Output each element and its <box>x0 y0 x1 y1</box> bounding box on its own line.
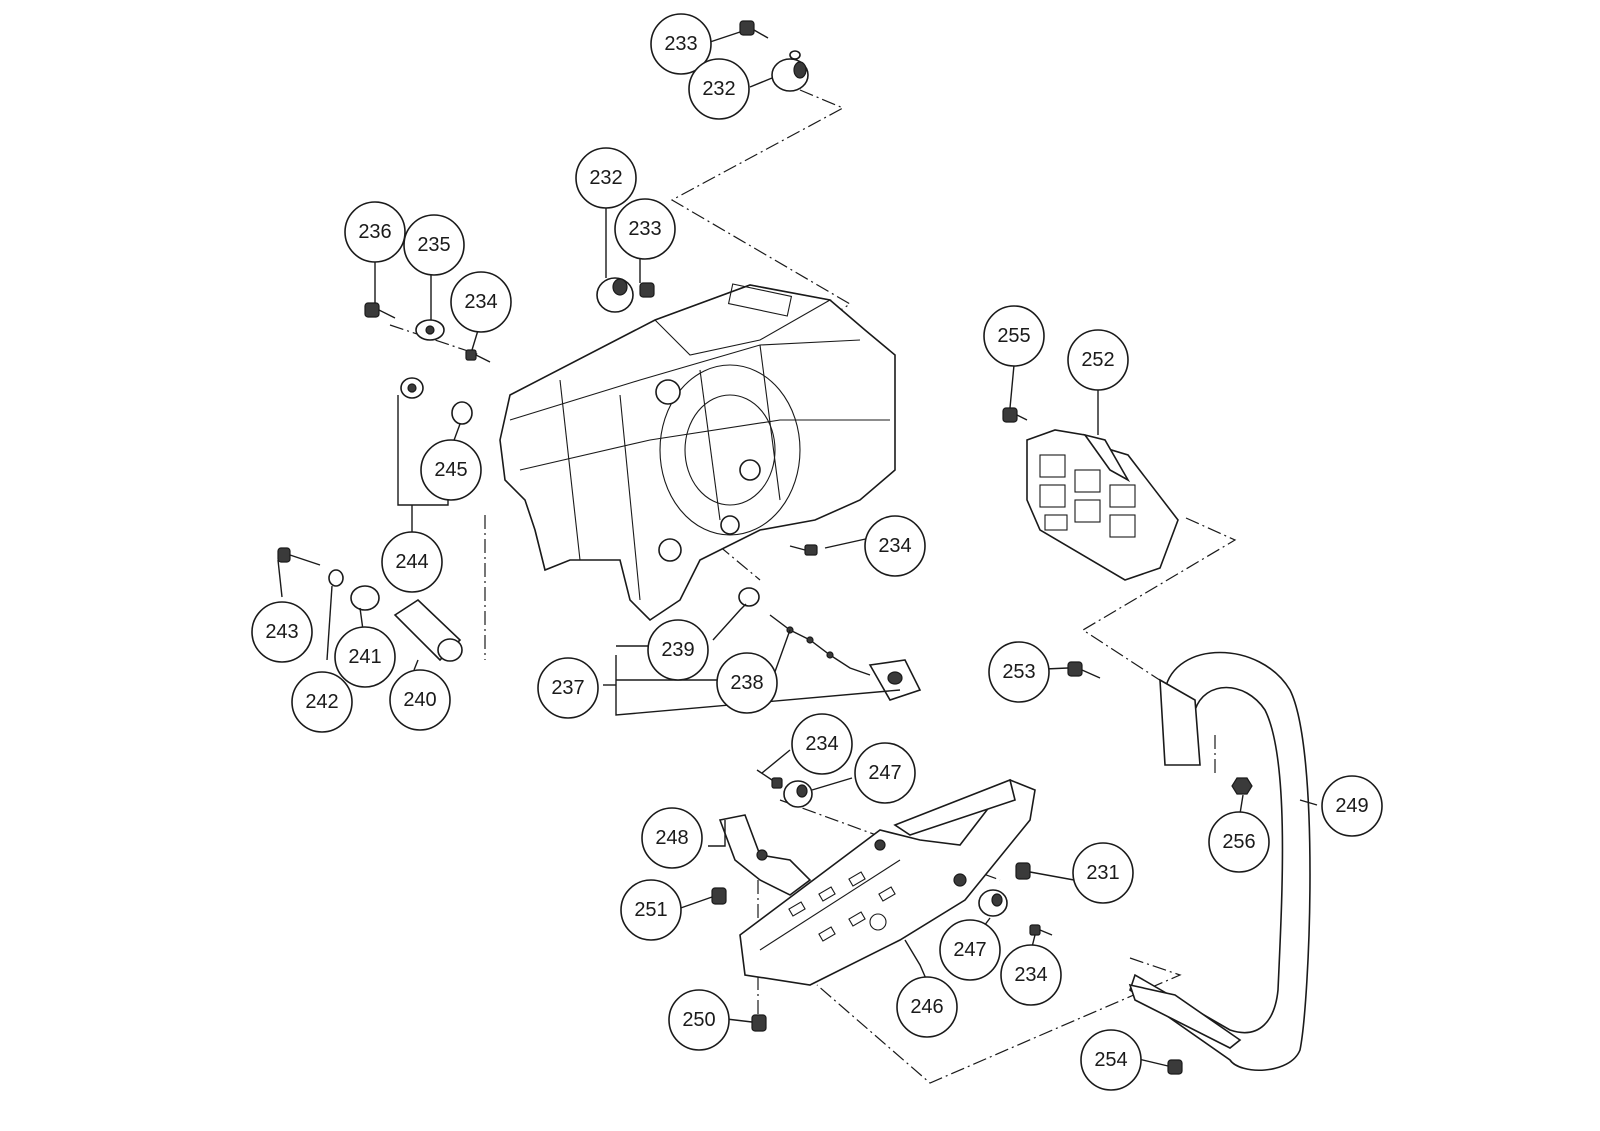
bolt-250 <box>751 1014 767 1032</box>
label-243: 243 <box>251 601 313 663</box>
bolt-253 <box>1067 661 1101 679</box>
svg-text:241: 241 <box>348 646 381 668</box>
screw-234a <box>465 349 491 363</box>
svg-text:250: 250 <box>682 1009 715 1031</box>
svg-text:256: 256 <box>1222 831 1255 853</box>
oring-245 <box>451 401 473 425</box>
mount-232a <box>771 50 809 92</box>
label-250: 250 <box>668 989 730 1051</box>
wire-238 <box>769 614 871 676</box>
label-253: 253 <box>988 641 1050 703</box>
svg-text:242: 242 <box>305 691 338 713</box>
svg-text:233: 233 <box>664 33 697 55</box>
bolt-233a <box>739 20 769 39</box>
svg-text:234: 234 <box>464 291 497 313</box>
label-233-top: 233 <box>650 13 712 75</box>
svg-text:252: 252 <box>1081 349 1114 371</box>
bolt-254 <box>1167 1059 1183 1075</box>
label-252: 252 <box>1067 329 1129 391</box>
bolt-243 <box>277 547 321 566</box>
plate-246 <box>739 778 1036 986</box>
mount-247b <box>978 889 1008 917</box>
bolt-231 <box>1015 862 1031 880</box>
switch-237 <box>868 659 922 701</box>
label-248: 248 <box>641 807 703 869</box>
svg-text:249: 249 <box>1335 795 1368 817</box>
svg-text:255: 255 <box>997 325 1030 347</box>
bracket-248 <box>718 814 812 896</box>
svg-text:236: 236 <box>358 221 391 243</box>
clamp-235 <box>415 319 445 341</box>
label-234-right: 234 <box>864 515 926 577</box>
filter-252 <box>1026 429 1179 581</box>
svg-text:243: 243 <box>265 621 298 643</box>
label-233-mid: 233 <box>614 198 676 260</box>
bolt-236 <box>364 302 396 319</box>
screw-234c <box>756 769 783 789</box>
svg-text:234: 234 <box>805 733 838 755</box>
svg-text:245: 245 <box>434 459 467 481</box>
label-240: 240 <box>389 669 451 731</box>
label-236: 236 <box>344 201 406 263</box>
label-234-lower-left: 234 <box>791 713 853 775</box>
svg-text:248: 248 <box>655 827 688 849</box>
svg-text:235: 235 <box>417 234 450 256</box>
nut-256 <box>1231 777 1253 795</box>
oring-239 <box>738 587 760 607</box>
bolt-251 <box>711 887 727 905</box>
svg-text:247: 247 <box>953 939 986 961</box>
svg-text:233: 233 <box>628 218 661 240</box>
label-244: 244 <box>381 531 443 593</box>
label-256: 256 <box>1208 811 1270 873</box>
label-238: 238 <box>716 652 778 714</box>
screw-234b <box>789 544 818 556</box>
svg-text:239: 239 <box>661 639 694 661</box>
svg-text:254: 254 <box>1094 1049 1127 1071</box>
crankcase <box>499 283 896 622</box>
label-249: 249 <box>1321 775 1383 837</box>
label-247-lower: 247 <box>939 919 1001 981</box>
svg-text:247: 247 <box>868 762 901 784</box>
label-245: 245 <box>420 439 482 501</box>
label-255: 255 <box>983 305 1045 367</box>
label-235: 235 <box>403 214 465 276</box>
label-239: 239 <box>647 619 709 681</box>
mount-232b <box>596 277 634 313</box>
svg-text:232: 232 <box>702 78 735 100</box>
label-246: 246 <box>896 976 958 1038</box>
screw-234d <box>1029 924 1053 936</box>
spacer-241 <box>350 585 380 611</box>
label-251: 251 <box>620 879 682 941</box>
tube-240 <box>393 598 463 662</box>
label-232-mid: 232 <box>575 147 637 209</box>
svg-text:234: 234 <box>1014 964 1047 986</box>
label-247-upper: 247 <box>854 742 916 804</box>
svg-text:234: 234 <box>878 535 911 557</box>
handle-249 <box>1128 651 1311 1071</box>
label-234-lower-right: 234 <box>1000 944 1062 1006</box>
mount-247a <box>783 780 813 808</box>
svg-text:238: 238 <box>730 672 763 694</box>
label-231: 231 <box>1072 842 1134 904</box>
label-242: 242 <box>291 671 353 733</box>
svg-text:232: 232 <box>589 167 622 189</box>
svg-text:231: 231 <box>1086 862 1119 884</box>
svg-text:251: 251 <box>634 899 667 921</box>
label-241: 241 <box>334 626 396 688</box>
washer-242 <box>328 569 344 587</box>
nut-244 <box>400 377 424 399</box>
svg-text:237: 237 <box>551 677 584 699</box>
bolt-233b <box>639 282 655 298</box>
label-234-upper: 234 <box>450 271 512 333</box>
svg-text:244: 244 <box>395 551 428 573</box>
bolt-255 <box>1002 407 1028 423</box>
label-254: 254 <box>1080 1029 1142 1091</box>
label-232-top: 232 <box>688 58 750 120</box>
svg-text:246: 246 <box>910 996 943 1018</box>
svg-text:253: 253 <box>1002 661 1035 683</box>
label-237: 237 <box>537 657 599 719</box>
svg-text:240: 240 <box>403 689 436 711</box>
